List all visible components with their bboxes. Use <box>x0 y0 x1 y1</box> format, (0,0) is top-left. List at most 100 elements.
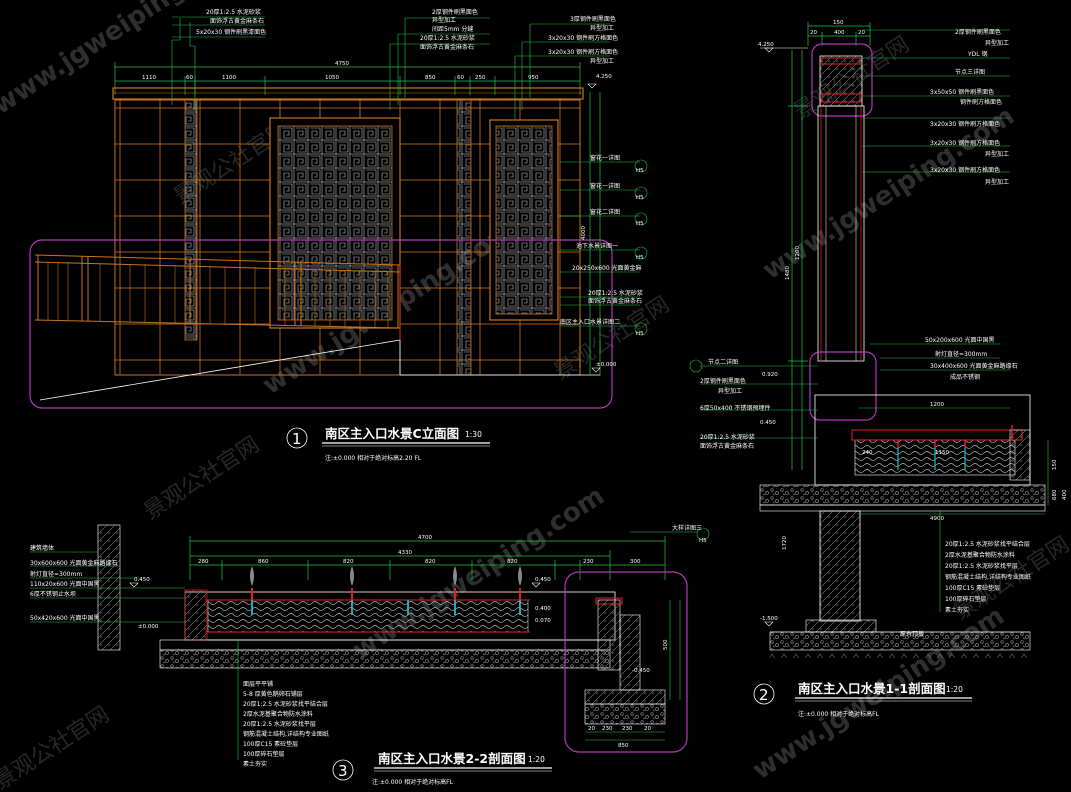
view1-right-note: 2厚钢件刷黑面色 <box>432 8 478 16</box>
watermark-cn: 景观公社官网 <box>0 702 114 792</box>
view2-existing: 原有顶板 <box>900 630 924 638</box>
view2-number: 2 <box>759 686 769 704</box>
view3-left-note: 射灯直径=300mm <box>30 570 82 578</box>
view3-bottom-note: 100厚碎石垫层 <box>243 750 284 758</box>
view3-bottom-note: 20厚1:2.5 水泥砂浆找平层 <box>243 720 316 728</box>
watermark-cn: 景观公社官网 <box>140 432 264 525</box>
callout-label: 池下水景详图一 <box>576 242 618 250</box>
revision-cloud <box>564 571 688 753</box>
view2-mid-note: 6厚50x400 不锈钢预埋件 <box>700 404 770 412</box>
view3-left-note: 6厚不锈钢止水坝 <box>30 590 76 598</box>
callout-sheet: H5 <box>636 195 644 201</box>
dim-label: 1100 <box>222 75 236 81</box>
view3-note: 注:±0.000 相对于绝对标高FL <box>372 778 454 786</box>
view2-rightmid-note: 30x400x600 光面黄金麻路缘石 <box>930 362 1018 370</box>
view2-bottom-note: 100厚碎石垫层 <box>945 595 986 603</box>
view1-level-top: 4.250 <box>596 74 612 80</box>
view2-right-note: 异型加工 <box>985 178 1009 186</box>
view3-section: 4700 4330 280 860 820 820 820 230 300 <box>30 524 710 786</box>
dim-label: 820 <box>343 559 354 565</box>
view2-mid-note: 节点二详图 <box>708 358 738 366</box>
building-wall <box>97 524 121 651</box>
view2-rightmid-note: 成品不锈钢 <box>950 373 980 381</box>
dim-label: 20 <box>810 30 817 36</box>
callout-label: 面饰浮古黄金麻条石 <box>588 297 642 305</box>
view2-rightmid-note: 50x200x600 光面中国黑 <box>925 336 995 344</box>
revision-cloud <box>811 43 873 117</box>
dim-label: 20 <box>858 30 865 36</box>
dim-label: 1150 <box>935 450 949 456</box>
callout-sheet: H5 <box>636 168 644 174</box>
wall-coping <box>112 87 584 100</box>
view2-rightmid-note: 射灯直径=300mm <box>935 350 987 358</box>
view3-left-note: 建筑墙体 <box>30 544 54 552</box>
view3-level: ±0.000 <box>138 624 159 630</box>
view2-bottom-note: 2厚水泥基聚合物防水涂料 <box>945 551 1015 559</box>
dim-label: 1110 <box>142 75 156 81</box>
view3-bottom-note: 素土夯实 <box>243 760 267 768</box>
view1-right-note: 3厚钢件刷黑面色 <box>570 15 616 23</box>
wall-column <box>817 105 865 362</box>
dim-label: 1720 <box>782 536 788 550</box>
view1-callout-leaders <box>560 159 648 336</box>
view3-bottom-note: 面层平平铺 <box>243 680 273 688</box>
view3-number-circle <box>332 759 354 781</box>
view3-scale: 1:20 <box>528 755 545 764</box>
detail-dim: 20 <box>644 726 651 732</box>
revision-cloud <box>809 351 877 421</box>
dim-label: 60 <box>457 75 464 81</box>
view1-left-note: 5x20x30 钢件刷黑漆面色 <box>196 28 266 36</box>
detail-dim: 20 <box>588 726 595 732</box>
view3-left-note: 30x600x600 光面黄金麻路缘石 <box>30 559 118 567</box>
view2-level-top: 4.250 <box>758 42 774 48</box>
view2-right-note: 异型加工 <box>985 39 1009 47</box>
view3-level: -0.450 <box>632 668 650 674</box>
view2-right-note: 3x20x30 钢件刷方格面色 <box>930 166 1000 174</box>
view1-right-note: 面饰浮古黄金麻条石 <box>420 43 474 51</box>
callout-sheet: H5 <box>636 331 644 337</box>
callout-sheet: H5 <box>636 221 644 227</box>
view3-left-note: 50x420x600 光面中国黑 <box>30 614 100 622</box>
view1-vert-dim: 4000 <box>581 226 587 240</box>
view2-bottom-note: 20厚1:2.5 水泥砂浆找平结合层 <box>945 540 1030 548</box>
callout-label: 窗花一详图 <box>590 154 620 162</box>
view1-right-note: 20厚1:2.5 水泥砂浆 <box>420 34 475 42</box>
view2-mid-note: 面饰浮古黄金麻条石 <box>700 442 754 450</box>
dim-label: 820 <box>507 559 518 565</box>
dim-label: 950 <box>528 75 539 81</box>
callout-label: 窗花一详图 <box>590 182 620 190</box>
ramp-slope <box>39 339 401 401</box>
dim-label: 280 <box>198 559 209 565</box>
dim-label: 1200 <box>930 402 944 408</box>
view3-bottom-note: 5-8 厚黄色鹅卵石铺层 <box>243 690 303 698</box>
view3-number: 3 <box>338 762 348 780</box>
dim-label: 0.450 <box>760 420 776 426</box>
view1-scale: 1:30 <box>465 430 482 439</box>
pilaster-mid <box>456 99 472 376</box>
fountain-jets <box>251 600 521 615</box>
view3-bottom-note: 20厚1:2.5 水泥砂浆找平结合层 <box>243 700 328 708</box>
view3-bottom-note: 2厚水泥基聚合物防水涂料 <box>243 710 313 718</box>
view3-bottom-note: 100厚C15 素砼垫层 <box>243 740 298 748</box>
view3-title: 南区主入口水景2-2剖面图 <box>378 751 526 766</box>
callout-label: 20x250x600 光面黄金麻 <box>572 264 642 272</box>
view1-right-note: 异型加工 <box>590 57 614 65</box>
detail-dim: 500 <box>663 639 669 650</box>
view2-section: 150 20 400 20 4.250 1480 1200 <box>689 20 1068 718</box>
dim-label: 4900 <box>930 516 944 522</box>
watermark-url: www.jgweiping.com <box>347 481 609 666</box>
callout-label: 窗花二详图 <box>590 208 620 216</box>
callout-label: 20厚1:2.5 水泥砂浆 <box>588 289 643 297</box>
view1-level-base: ±0.000 <box>596 362 617 368</box>
dim-label: 60 <box>186 75 193 81</box>
detail-total: 850 <box>618 743 629 749</box>
revision-cloud <box>29 239 613 409</box>
column-footing <box>819 510 861 622</box>
dim-label: 1050 <box>325 75 339 81</box>
view2-bottom-note: 100厚C15 素砼垫层 <box>945 584 1000 592</box>
dim-label: 4700 <box>418 535 432 541</box>
dim-label: 0.920 <box>762 372 778 378</box>
dim-label: 150 <box>1052 459 1058 470</box>
view1-left-note: 20厚1:2.5 水泥砂浆 <box>206 8 261 16</box>
